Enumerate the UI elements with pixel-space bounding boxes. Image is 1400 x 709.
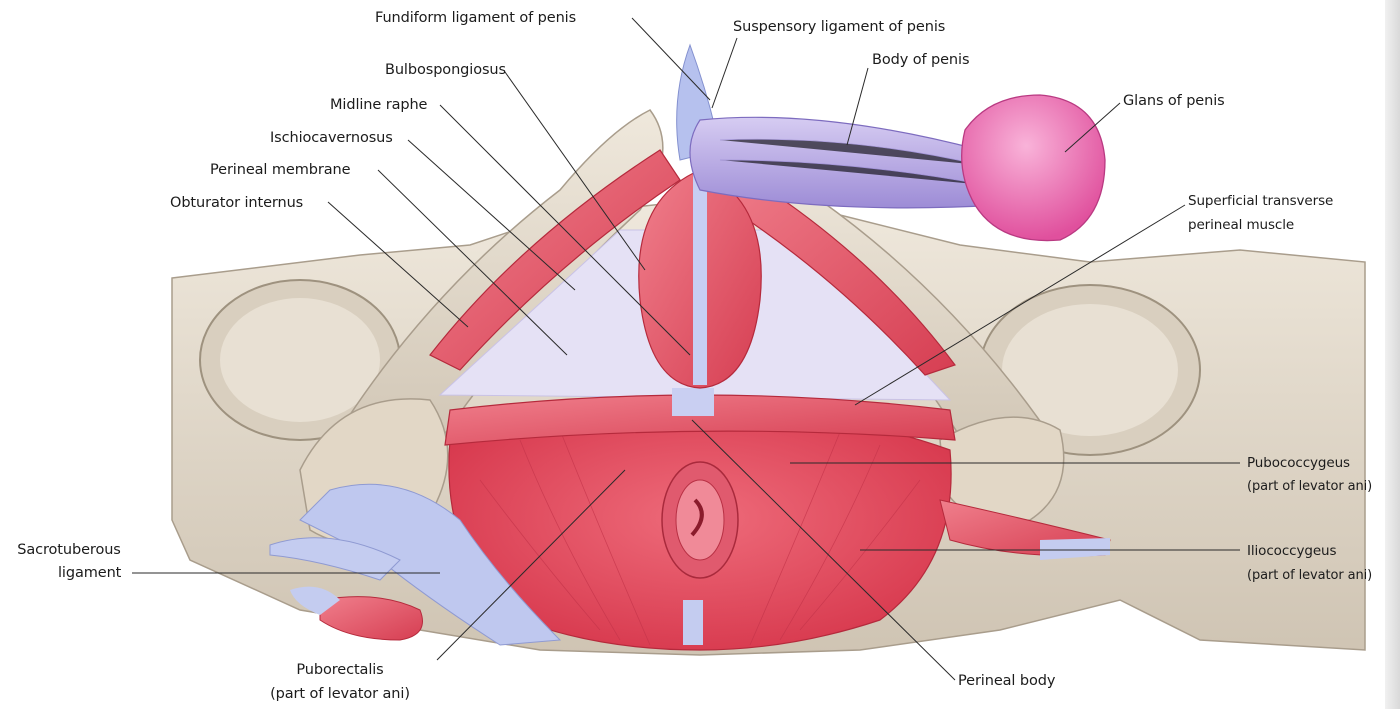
- label-puborectalis-line1: Puborectalis: [255, 660, 425, 680]
- anococcygeal-ligament: [683, 600, 703, 645]
- label-sacrotuberous-line2: ligament: [58, 563, 121, 583]
- label-iliococcygeus-line1: Iliococcygeus: [1247, 541, 1336, 561]
- label-ischiocavernosus: Ischiocavernosus: [270, 128, 393, 148]
- label-superficial-transverse-line2: perineal muscle: [1188, 215, 1294, 235]
- label-puborectalis-line2: (part of levator ani): [255, 684, 425, 704]
- label-obturator-internus: Obturator internus: [170, 193, 303, 213]
- label-suspensory-ligament: Suspensory ligament of penis: [733, 17, 945, 37]
- label-superficial-transverse-line1: Superficial transverse: [1188, 191, 1333, 211]
- perineal-body-center: [672, 388, 714, 416]
- label-midline-raphe: Midline raphe: [330, 95, 427, 115]
- leader-suspensory: [712, 38, 737, 108]
- label-glans-of-penis: Glans of penis: [1123, 91, 1225, 111]
- leader-fundiform: [632, 18, 710, 100]
- glans-penis: [962, 95, 1105, 241]
- label-iliococcygeus-line2: (part of levator ani): [1247, 566, 1372, 586]
- label-pubococcygeus-line2: (part of levator ani): [1247, 477, 1372, 497]
- label-sacrotuberous-line1: Sacrotuberous: [8, 540, 130, 560]
- label-bulbospongiosus: Bulbospongiosus: [385, 60, 506, 80]
- label-pubococcygeus-line1: Pubococcygeus: [1247, 453, 1350, 473]
- label-body-of-penis: Body of penis: [872, 50, 969, 70]
- label-perineal-body: Perineal body: [958, 671, 1055, 691]
- label-perineal-membrane: Perineal membrane: [210, 160, 350, 180]
- label-fundiform-ligament: Fundiform ligament of penis: [375, 8, 576, 28]
- penis-body: [690, 117, 1000, 208]
